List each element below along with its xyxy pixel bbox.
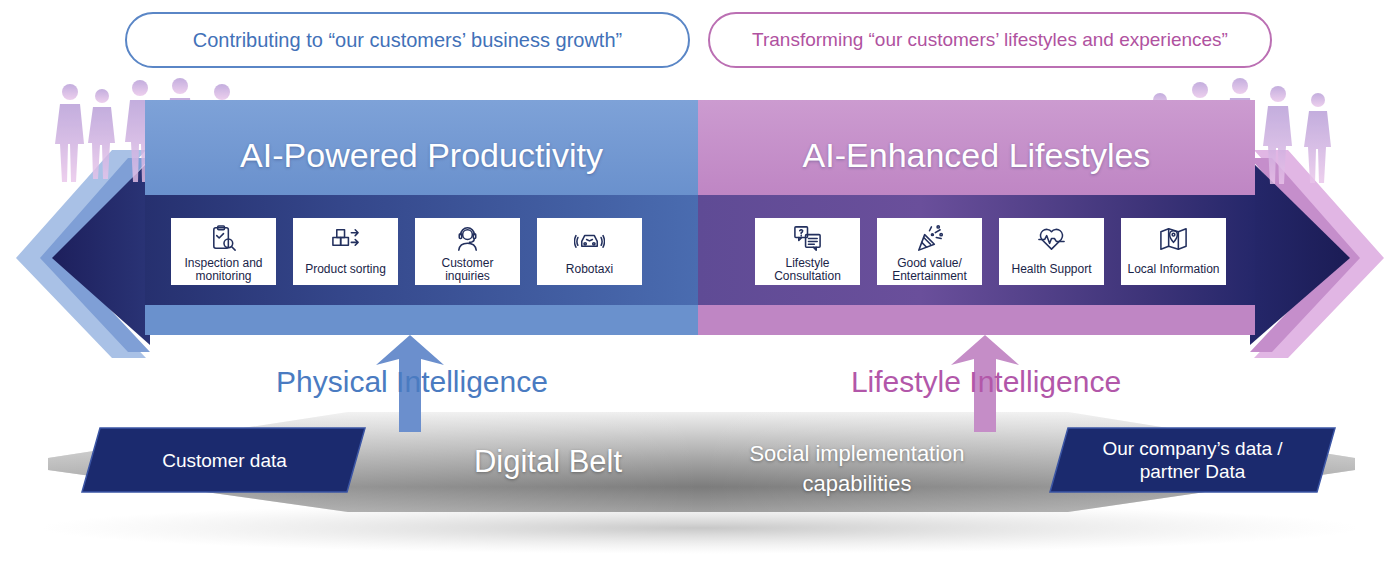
pill-text: Contributing to “our customers’ business… <box>193 29 622 52</box>
chevron-light-right <box>1254 150 1384 358</box>
use-case-card: Lifestyle Consultation <box>755 218 860 285</box>
pill-text: Transforming “our customers’ lifestyles … <box>752 29 1228 51</box>
intelligence-label: Physical Intelligence <box>276 365 548 399</box>
use-case-icon <box>452 223 483 254</box>
use-case-card: Health Support <box>999 218 1104 285</box>
tag-label: Our company’s data / partner Data <box>1070 428 1315 492</box>
use-case-card: Inspection and monitoring <box>171 218 276 285</box>
tag-parallelogram <box>82 428 365 492</box>
card-label: Robotaxi <box>542 255 637 284</box>
theme-band: AI-Powered ProductivityInspection and mo… <box>145 100 698 335</box>
intelligence-label: Lifestyle Intelligence <box>851 365 1121 399</box>
chevron-mid-right <box>1250 158 1360 352</box>
goal-pill: Transforming “our customers’ lifestyles … <box>708 12 1272 68</box>
arrowhead-left <box>52 160 150 345</box>
use-case-card: Robotaxi <box>537 218 642 285</box>
tag-parallelogram <box>1050 428 1335 492</box>
belt-sheen <box>48 412 1355 512</box>
card-label: Local Information <box>1126 255 1221 284</box>
card-label: Lifestyle Consultation <box>760 255 855 284</box>
use-case-card: Product sorting <box>293 218 398 285</box>
band-title: AI-Enhanced Lifestyles <box>698 120 1255 190</box>
tag-shape <box>1050 428 1335 492</box>
chevron-light-left <box>16 150 146 358</box>
use-case-icon <box>914 223 945 254</box>
use-case-icon <box>574 223 605 254</box>
tag-label: Customer data <box>102 428 347 492</box>
card-label: Good value/ Entertainment <box>882 255 977 284</box>
use-case-icon <box>208 223 239 254</box>
band-title: AI-Powered Productivity <box>145 120 698 190</box>
card-label: Health Support <box>1004 255 1099 284</box>
use-case-card: Local Information <box>1121 218 1226 285</box>
belt-title: Digital Belt <box>438 444 658 480</box>
card-label: Inspection and monitoring <box>176 255 271 284</box>
data-source-tag: Our company’s data / partner Data <box>1050 428 1335 492</box>
digital-belt-platform: Digital Belt Social implementation capabi… <box>48 412 1355 512</box>
data-source-tag: Customer data <box>82 428 365 492</box>
use-case-icon <box>1036 223 1067 254</box>
goal-pill: Contributing to “our customers’ business… <box>125 12 690 68</box>
card-label: Customer inquiries <box>420 255 515 284</box>
belt-subtitle: Social implementation capabilities <box>712 439 1002 499</box>
theme-band: AI-Enhanced LifestylesLifestyle Consulta… <box>698 100 1255 335</box>
use-case-icon <box>792 223 823 254</box>
card-label: Product sorting <box>298 255 393 284</box>
use-case-icon <box>1158 223 1189 254</box>
arrowhead-right <box>1250 160 1350 345</box>
use-case-card: Good value/ Entertainment <box>877 218 982 285</box>
chevron-mid-left <box>40 158 150 352</box>
belt-face <box>48 412 1355 512</box>
use-case-card: Customer inquiries <box>415 218 520 285</box>
use-case-icon <box>330 223 361 254</box>
